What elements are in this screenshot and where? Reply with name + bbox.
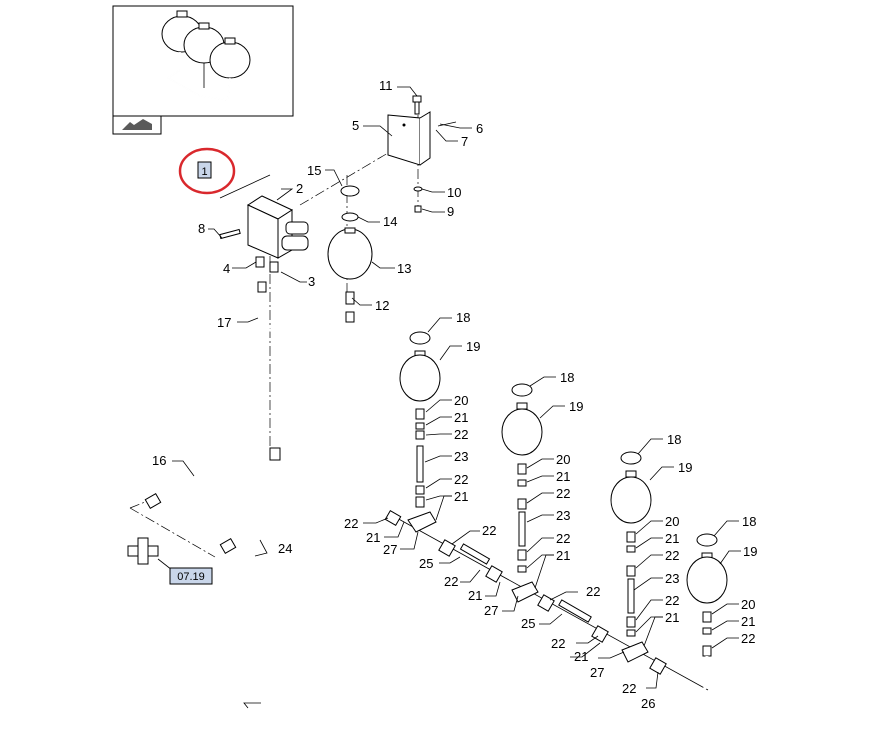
item-1-badge: 1: [201, 166, 207, 178]
callout-22: 22: [556, 486, 570, 501]
callout-2: 2: [296, 181, 303, 196]
valve-block: [246, 195, 309, 259]
accumulator-group-1: [384, 331, 456, 557]
callout-4: 4: [223, 261, 230, 276]
callout-18: 18: [667, 432, 681, 447]
callout-13: 13: [397, 261, 411, 276]
svg-text:07.19: 07.19: [177, 571, 205, 583]
callout-27: 27: [590, 665, 604, 680]
callout-22: 22: [556, 531, 570, 546]
callout-21: 21: [665, 610, 679, 625]
callout-27: 27: [383, 542, 397, 557]
leader-lines: [172, 86, 741, 709]
callout-11: 11: [379, 78, 393, 93]
navigate-arrow-icon[interactable]: [122, 119, 152, 130]
callout-22: 22: [551, 636, 565, 651]
accumulator-group-2: [501, 383, 555, 612]
callout-22: 22: [454, 427, 468, 442]
callout-25: 25: [521, 616, 535, 631]
callout-6: 6: [476, 121, 483, 136]
reference-tag[interactable]: 07.19: [169, 567, 213, 585]
callout-21: 21: [574, 649, 588, 664]
callout-22: 22: [454, 472, 468, 487]
callout-21: 21: [454, 410, 468, 425]
callout-22: 22: [482, 523, 496, 538]
callout-7: 7: [461, 134, 468, 149]
callout-19: 19: [678, 460, 692, 475]
callout-22: 22: [444, 574, 458, 589]
callout-22: 22: [665, 593, 679, 608]
accumulator-group-3: [610, 451, 667, 675]
thumbnail-inset[interactable]: [112, 5, 294, 135]
callout-25: 25: [419, 556, 433, 571]
callout-23: 23: [556, 508, 570, 523]
callout-21: 21: [665, 531, 679, 546]
callout-21: 21: [556, 548, 570, 563]
callout-12: 12: [375, 298, 389, 313]
callout-15: 15: [307, 163, 321, 178]
callout-19: 19: [466, 339, 480, 354]
tee-fitting: [127, 537, 159, 565]
callout-21: 21: [454, 489, 468, 504]
callout-18: 18: [560, 370, 574, 385]
callout-22: 22: [665, 548, 679, 563]
callout-26: 26: [641, 696, 655, 711]
callout-16: 16: [152, 453, 166, 468]
callout-labels: 2 3 4 5 6 7 8 9 10 11 12 13 14 15 16 17 …: [152, 78, 757, 711]
callout-17: 17: [217, 315, 231, 330]
bracket: [387, 111, 431, 166]
callout-19: 19: [569, 399, 583, 414]
callout-3: 3: [308, 274, 315, 289]
callout-23: 23: [454, 449, 468, 464]
callout-27: 27: [484, 603, 498, 618]
callout-20: 20: [741, 597, 755, 612]
callout-18: 18: [742, 514, 756, 529]
callout-21: 21: [741, 614, 755, 629]
callout-9: 9: [447, 204, 454, 219]
callout-20: 20: [665, 514, 679, 529]
callout-22: 22: [741, 631, 755, 646]
callout-14: 14: [383, 214, 397, 229]
callout-22: 22: [344, 516, 358, 531]
highlighted-item-1[interactable]: 1: [178, 147, 236, 195]
callout-24: 24: [278, 541, 292, 556]
callout-21: 21: [468, 588, 482, 603]
callout-18: 18: [456, 310, 470, 325]
callout-23: 23: [665, 571, 679, 586]
callout-19: 19: [743, 544, 757, 559]
accumulator-group-4: [686, 533, 728, 657]
callout-21: 21: [556, 469, 570, 484]
callout-22: 22: [622, 681, 636, 696]
callout-21: 21: [366, 530, 380, 545]
callout-10: 10: [447, 185, 461, 200]
callout-20: 20: [556, 452, 570, 467]
callout-8: 8: [198, 221, 205, 236]
callout-20: 20: [454, 393, 468, 408]
callout-5: 5: [352, 118, 359, 133]
callout-22: 22: [586, 584, 600, 599]
